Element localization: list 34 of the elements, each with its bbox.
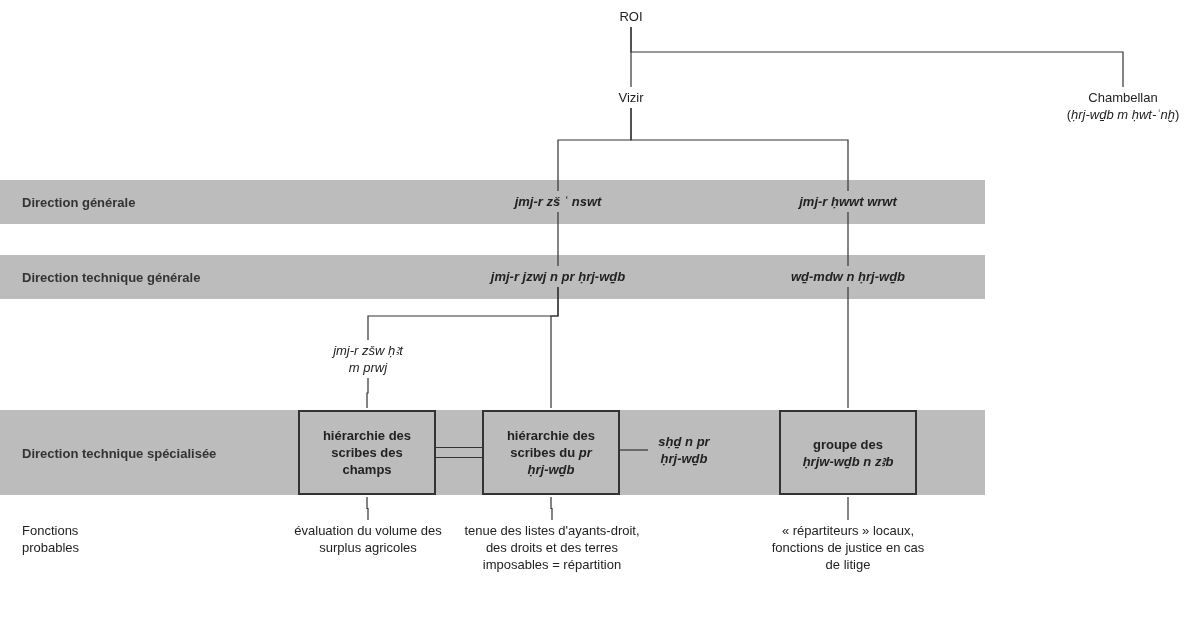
row-label: Fonctions probables	[22, 522, 81, 556]
title-label: jmj-r jzwj n pr ḥrj-wḏb	[490, 268, 626, 285]
level-label: Direction générale	[22, 193, 137, 211]
title-label: jmj-r zš ʿ nswt	[514, 193, 602, 210]
connector-line	[366, 377, 369, 409]
connector-line	[847, 286, 849, 409]
connector-line	[619, 449, 649, 451]
title-label: jmj-r ḥwwt wrwt	[799, 193, 897, 210]
title-label: wḏ-mdw n ḥrj-wḏb	[790, 268, 906, 285]
level-band	[0, 180, 985, 224]
connector-line	[847, 211, 849, 267]
connector-line	[630, 26, 1124, 88]
level-label: Direction technique générale	[22, 268, 202, 286]
office-box: hiérarchie des scribes des champs	[298, 410, 436, 495]
function-text: évaluation du volume des surplus agricoles	[283, 522, 453, 556]
connector-line	[630, 107, 849, 192]
connector-line	[366, 496, 369, 521]
title-label: jmj-r zšw ḥꜣt m prwj	[326, 342, 410, 376]
connector-line	[435, 446, 483, 459]
connector-line	[550, 286, 559, 409]
connector-line	[847, 496, 849, 521]
rank-label: ROI	[619, 8, 643, 25]
rank-label: Vizir	[618, 89, 644, 106]
level-band	[0, 255, 985, 299]
level-label: Direction technique spécialisée	[22, 444, 218, 461]
level-band	[0, 410, 985, 495]
office-box: hiérarchie des scribes du pr ḥrj-wḏb	[482, 410, 620, 495]
function-text: « répartiteurs » locaux, fonctions de justice en cas de litige	[763, 522, 933, 573]
office-box: groupe des ḥrjw-wḏb n zꜣb	[779, 410, 917, 495]
title-label: sḥḏ n pr ḥrj-wḏb	[648, 433, 720, 467]
connector-line	[550, 496, 553, 521]
connector-line	[557, 211, 559, 267]
function-text: tenue des listes d'ayants-droit, des droits et des terres imposables = répartition	[462, 522, 642, 573]
rank-label: Chambellan (ḥrj-wḏb m ḥwt-ʿnḫ)	[1066, 89, 1180, 123]
